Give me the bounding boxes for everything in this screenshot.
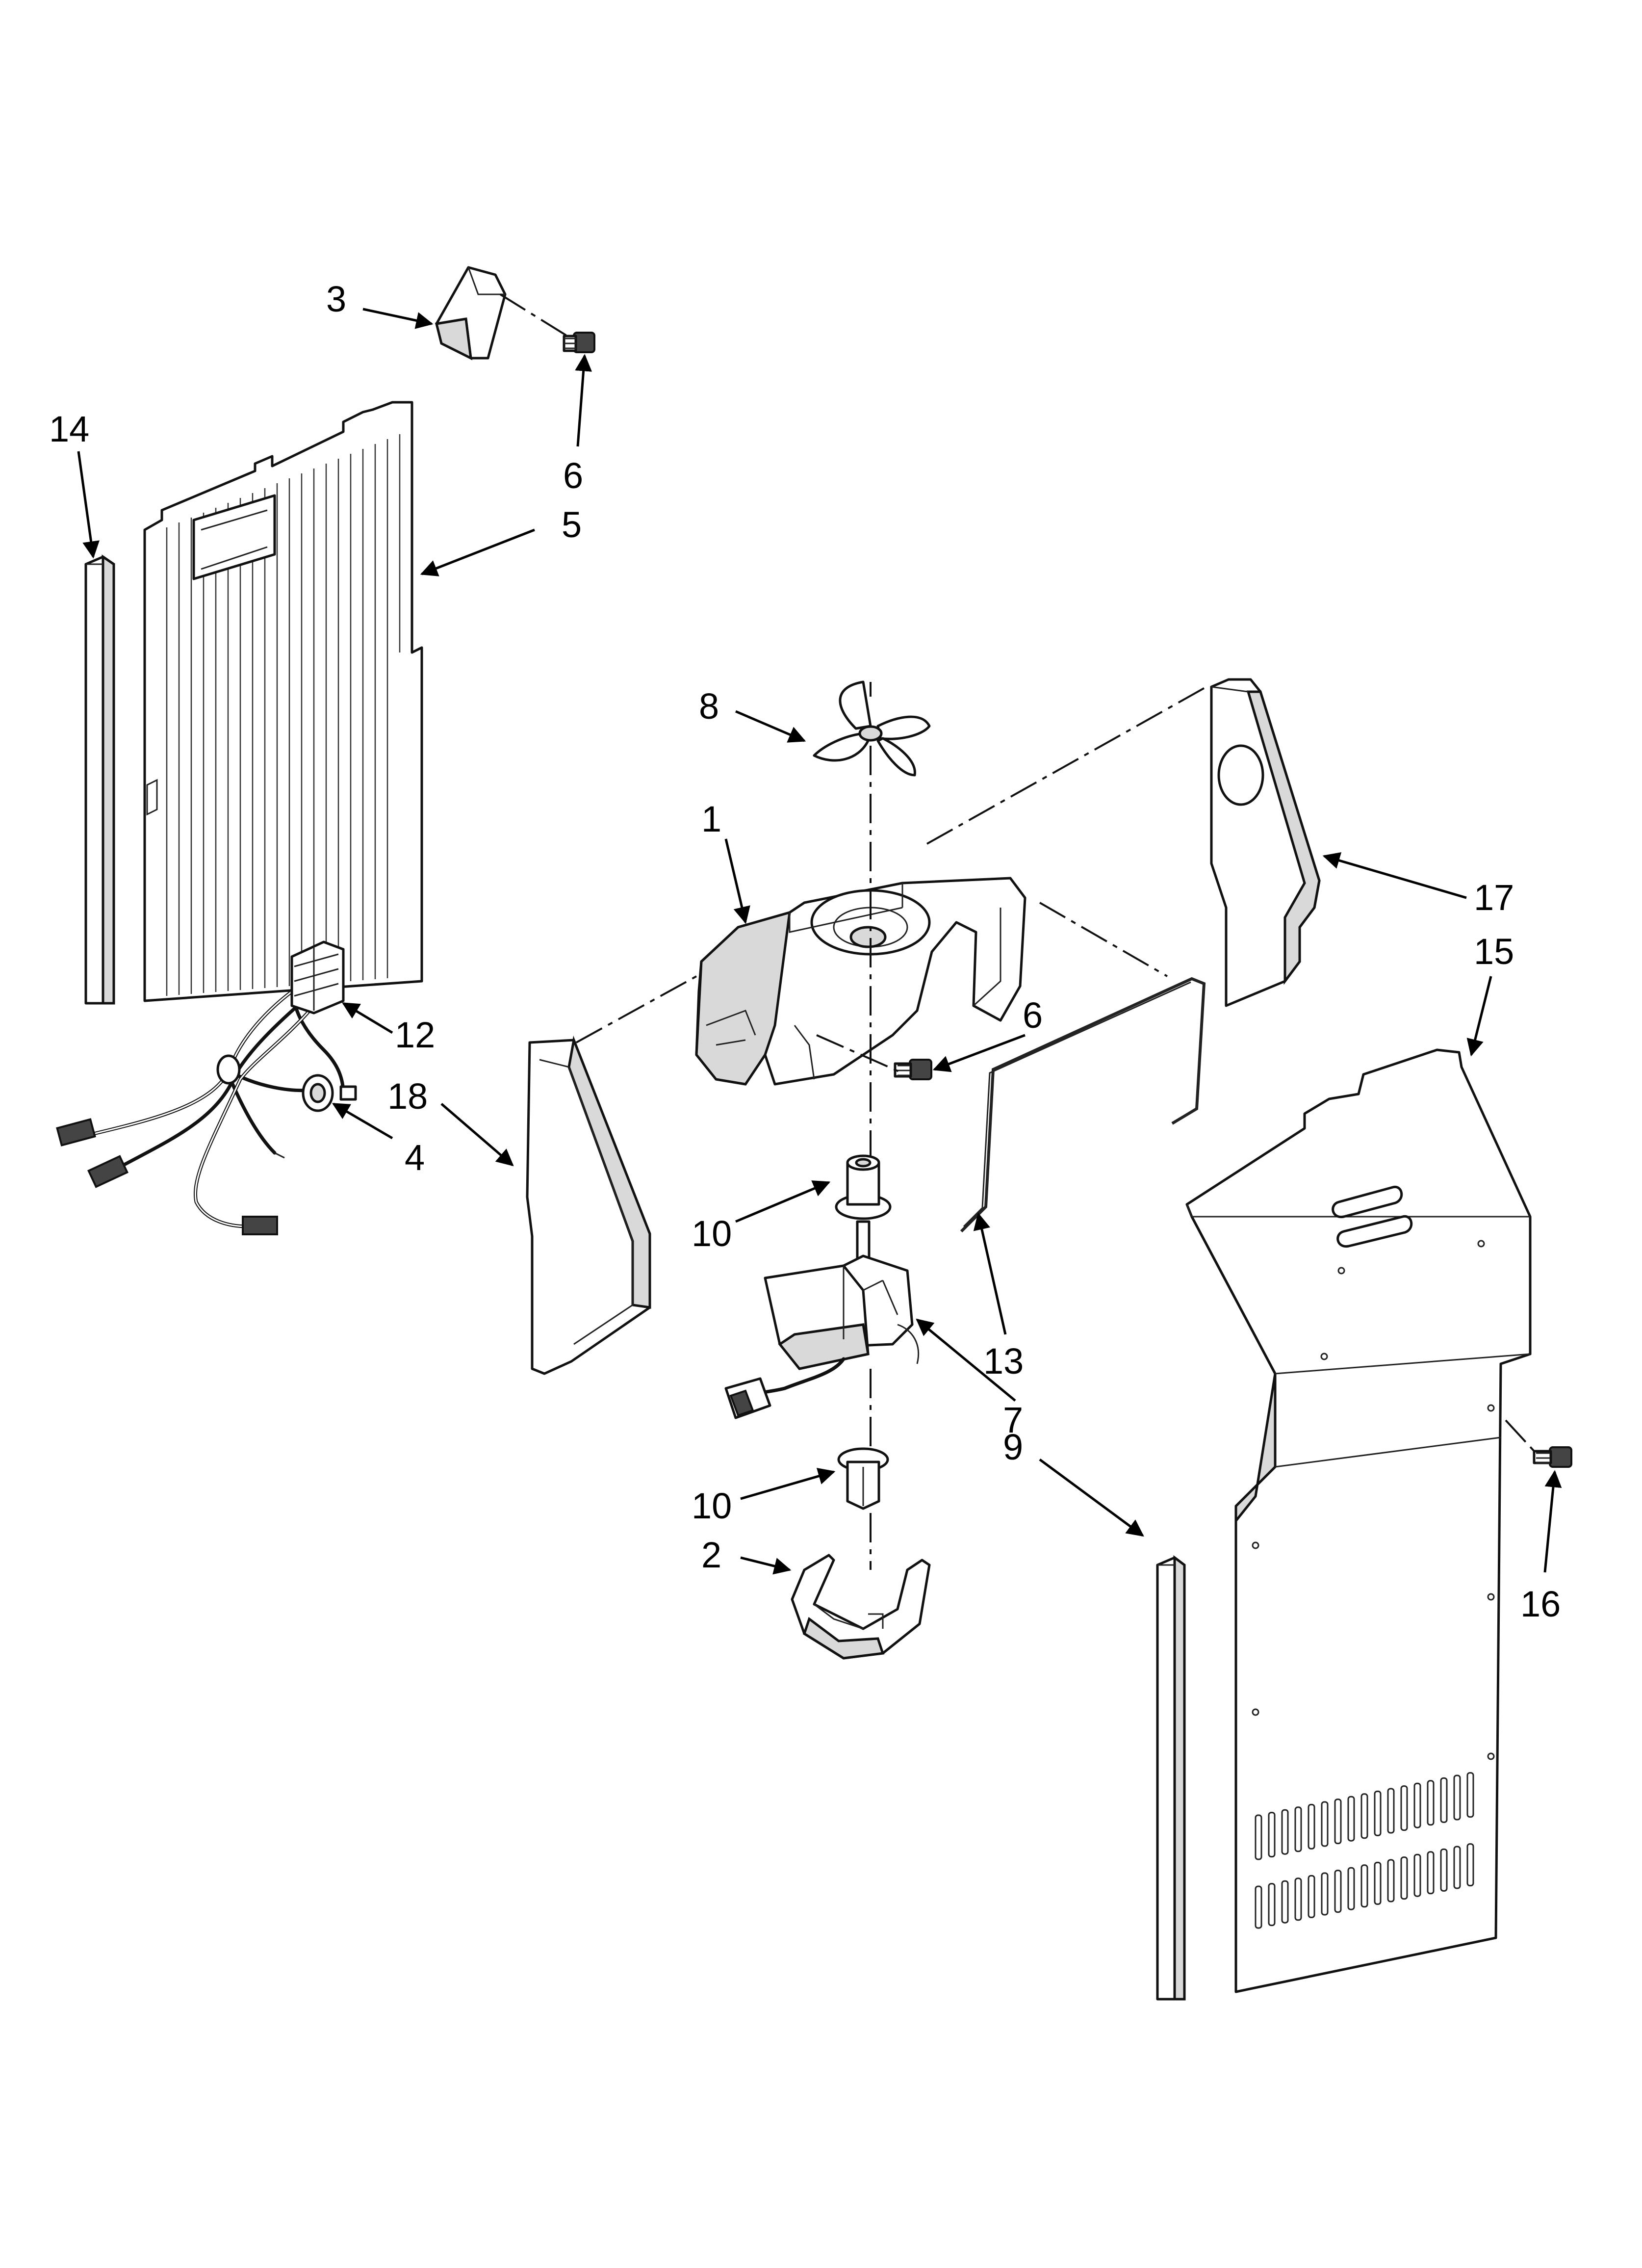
dash-15-16 [1505,1419,1536,1453]
vent-slot [1334,1799,1342,1845]
callout-4: 4 [405,1137,425,1178]
dash-1-6 [816,1034,900,1073]
callout-15: 15 [1474,931,1514,972]
vent-slot [1400,1785,1408,1831]
vent-slot [1347,1867,1355,1910]
part-10-bushing-upper [835,1154,892,1220]
callout-10-upper: 10 [692,1213,732,1254]
vent-slot [1268,1883,1276,1927]
part-10-bushing-lower [837,1447,889,1510]
dash-1-13 [1039,902,1168,977]
part-4-grommet [302,1074,334,1112]
callout-labels: 3 6 14 5 8 1 17 15 12 6 18 4 10 13 7 9 1… [49,279,1561,1624]
callout-7: 7 [1003,1400,1023,1440]
vent-slot [1427,1780,1435,1826]
vent-slot [1466,1843,1474,1887]
vent-slot [1321,1801,1329,1847]
vent-slot [1427,1851,1435,1895]
part-18-duct-cover [526,1035,651,1375]
callout-2: 2 [701,1535,721,1575]
vent-slot [1413,1853,1421,1897]
vent-slot [1294,1877,1302,1921]
dash-1-17 [926,686,1207,845]
callout-9: 9 [1003,1427,1023,1467]
vent-slot [1440,1848,1448,1892]
vent-slot [1308,1875,1315,1918]
vent-slot [1453,1774,1461,1821]
callout-18: 18 [387,1076,428,1117]
callout-3: 3 [326,279,346,319]
part-12-wire-harness [56,940,357,1235]
vent-slot [1413,1782,1421,1828]
vent-slot [1255,1814,1262,1860]
callout-6-top: 6 [563,455,583,496]
part-17-duct-cover [1210,678,1321,1007]
vent-slot [1440,1777,1448,1823]
part-16-screw [1533,1446,1572,1468]
part-7-fan-motor [724,1220,920,1419]
callout-6-middle: 6 [1023,995,1043,1036]
vent-slot [1360,1864,1368,1908]
part-14-gasket-strip [84,554,115,1005]
part-15-rear-panel [1185,1048,1532,1993]
dash-3-6 [499,293,572,339]
vent-slot [1360,1793,1368,1839]
callout-8: 8 [699,686,719,727]
callout-17: 17 [1474,877,1514,918]
vent-slot [1294,1806,1302,1852]
part-6-screw-top [563,332,595,353]
callout-10-lower: 10 [692,1486,732,1526]
vent-slot [1255,1885,1262,1929]
part-8-fan-blade [813,680,931,777]
vent-slot [1321,1872,1329,1916]
vent-slot [1308,1803,1315,1850]
dash-18-1 [576,975,697,1043]
vent-slot [1400,1856,1408,1900]
vent-slot [1466,1772,1474,1818]
vent-slot [1334,1870,1342,1913]
callout-1: 1 [701,799,721,839]
part-3-cap [435,266,507,361]
vent-slot [1453,1846,1461,1889]
part-9-gasket-strip [1156,1555,1186,2001]
vent-slot [1387,1859,1395,1903]
callout-13: 13 [983,1341,1024,1382]
vent-louvers [1255,1772,1474,1929]
vent-slot [1268,1812,1276,1858]
part-5-rear-panel [143,401,423,1002]
callout-12: 12 [395,1015,435,1055]
vent-slot [1281,1809,1289,1855]
callout-14: 14 [49,409,89,449]
callout-5: 5 [562,504,582,545]
vent-slot [1374,1790,1382,1836]
vent-slot [1347,1796,1355,1842]
leader-lines [77,308,1562,1575]
vent-slot [1387,1788,1395,1834]
part-6-screw-middle [894,1059,932,1080]
part-1-fan-housing [695,877,1026,1086]
callout-16: 16 [1520,1584,1561,1624]
vent-slot [1281,1880,1289,1924]
vent-slot [1374,1861,1382,1905]
part-13-wire-bracket [960,977,1206,1233]
part-2-motor-bracket [791,1554,931,1660]
